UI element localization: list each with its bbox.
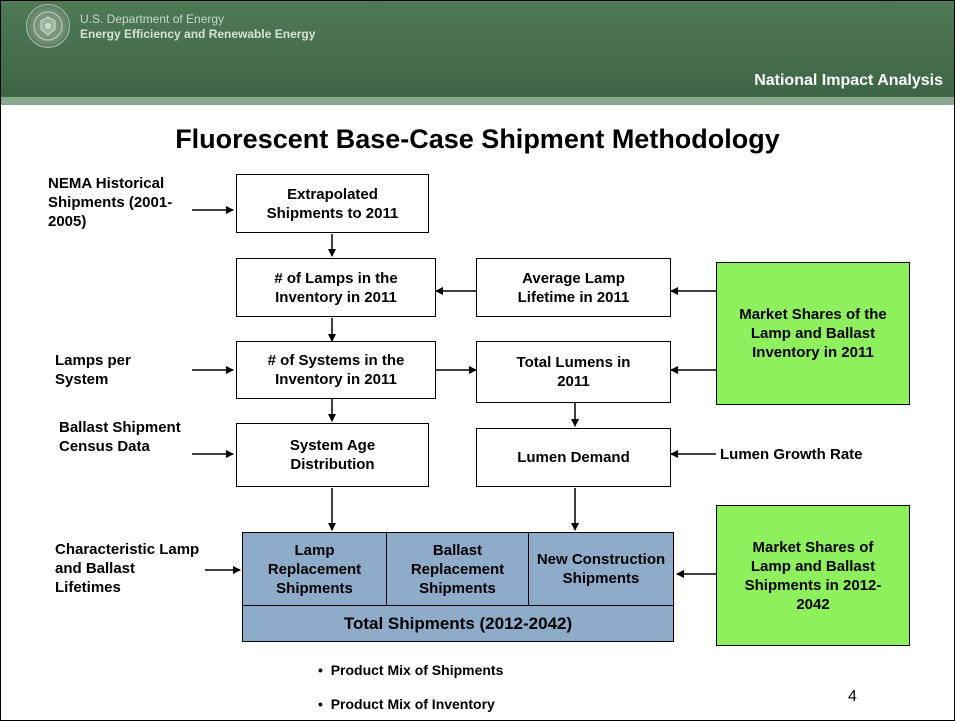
box-total-shipments: Total Shipments (2012-2042) <box>242 605 674 642</box>
box-total-lumens: Total Lumens in 2011 <box>476 341 671 403</box>
header-band <box>0 97 955 105</box>
input-lumen-growth: Lumen Growth Rate <box>720 446 863 463</box>
agency-line-1: U.S. Department of Energy <box>80 12 225 26</box>
box-new-construction: New Construction Shipments <box>528 532 674 606</box>
input-lamps-per-system: Lamps per System <box>55 352 131 388</box>
bullet-product-mix-shipments: Product Mix of Shipments <box>330 662 504 678</box>
list-item: • Product Mix of Shipments <box>318 662 504 678</box>
input-nema-historical: NEMA Historical Shipments (2001-2005) <box>48 175 173 230</box>
box-lamps-inventory: # of Lamps in the Inventory in 2011 <box>236 258 436 317</box>
box-lamp-replacement: Lamp Replacement Shipments <box>242 532 387 606</box>
slide-header: U.S. Department of Energy Energy Efficie… <box>0 0 955 97</box>
input-lifetimes: Characteristic Lamp and Ballast Lifetime… <box>55 541 200 596</box>
agency-name: U.S. Department of Energy Energy Efficie… <box>80 12 315 42</box>
bullet-product-mix-inventory: Product Mix of Inventory <box>330 696 495 712</box>
input-ballast-census: Ballast Shipment Census Data <box>59 419 181 455</box>
box-system-age-distribution: System Age Distribution <box>236 423 429 487</box>
list-item: • Product Mix of Inventory <box>318 696 495 712</box>
section-title: National Impact Analysis <box>754 72 943 89</box>
page-title: Fluorescent Base-Case Shipment Methodolo… <box>175 124 780 154</box>
page-number: 4 <box>848 688 857 705</box>
box-average-lamp-lifetime: Average Lamp Lifetime in 2011 <box>476 258 671 317</box>
doe-seal-icon <box>26 4 70 48</box>
box-ballast-replacement: Ballast Replacement Shipments <box>386 532 529 606</box>
box-extrapolated-shipments: Extrapolated Shipments to 2011 <box>236 174 429 233</box>
agency-line-2: Energy Efficiency and Renewable Energy <box>80 27 316 41</box>
box-market-shares-shipments: Market Shares of Lamp and Ballast Shipme… <box>716 505 910 646</box>
box-market-shares-inventory: Market Shares of the Lamp and Ballast In… <box>716 262 910 405</box>
box-lumen-demand: Lumen Demand <box>476 428 671 487</box>
outputs-list: • Product Mix of Shipments • Product Mix… <box>318 653 503 721</box>
box-systems-inventory: # of Systems in the Inventory in 2011 <box>236 341 436 399</box>
